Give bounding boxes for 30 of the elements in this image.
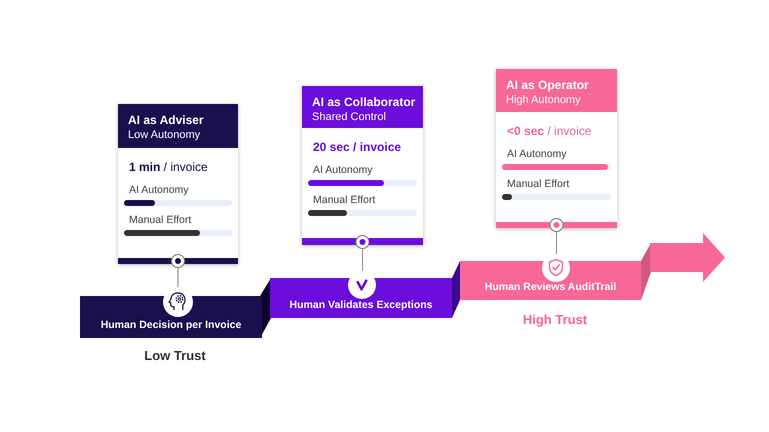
card-subtitle: High Autonomy bbox=[506, 93, 582, 107]
time-per-invoice: 1 min / invoice bbox=[129, 160, 208, 174]
time-per-invoice: <0 sec / invoice bbox=[507, 124, 592, 138]
card-header bbox=[118, 104, 238, 148]
block-arrow bbox=[641, 233, 725, 300]
meter-label: Manual Effort bbox=[313, 194, 376, 206]
card-title: AI as Adviser bbox=[128, 113, 205, 128]
connector-line bbox=[171, 254, 185, 288]
trust-label: High Trust bbox=[522, 312, 588, 328]
card-subtitle: Shared Control bbox=[312, 110, 387, 124]
trust-label: Low Trust bbox=[144, 348, 206, 364]
step-label: Human Validates Exceptions bbox=[290, 299, 432, 312]
meter-label: AI Autonomy bbox=[507, 148, 567, 160]
meter-label: Manual Effort bbox=[507, 178, 570, 190]
role-card bbox=[496, 69, 617, 228]
role-card bbox=[302, 86, 423, 245]
card-header bbox=[496, 69, 617, 112]
card-subtitle: Low Autonomy bbox=[128, 128, 202, 142]
meter-label: AI Autonomy bbox=[129, 184, 189, 196]
time-per-invoice: 20 sec / invoice bbox=[313, 140, 402, 154]
step-label: Human Decision per Invoice bbox=[100, 319, 242, 332]
card-title: AI as Operator bbox=[506, 78, 590, 93]
connector-line bbox=[356, 235, 370, 272]
card-title: AI as Collaborator bbox=[312, 95, 416, 110]
card-header bbox=[302, 86, 423, 128]
connector-line bbox=[550, 218, 564, 254]
role-card bbox=[118, 104, 238, 264]
step-label: Human Reviews AuditTrail bbox=[484, 281, 616, 294]
meter-label: Manual Effort bbox=[129, 214, 192, 226]
meter-label: AI Autonomy bbox=[313, 164, 373, 176]
